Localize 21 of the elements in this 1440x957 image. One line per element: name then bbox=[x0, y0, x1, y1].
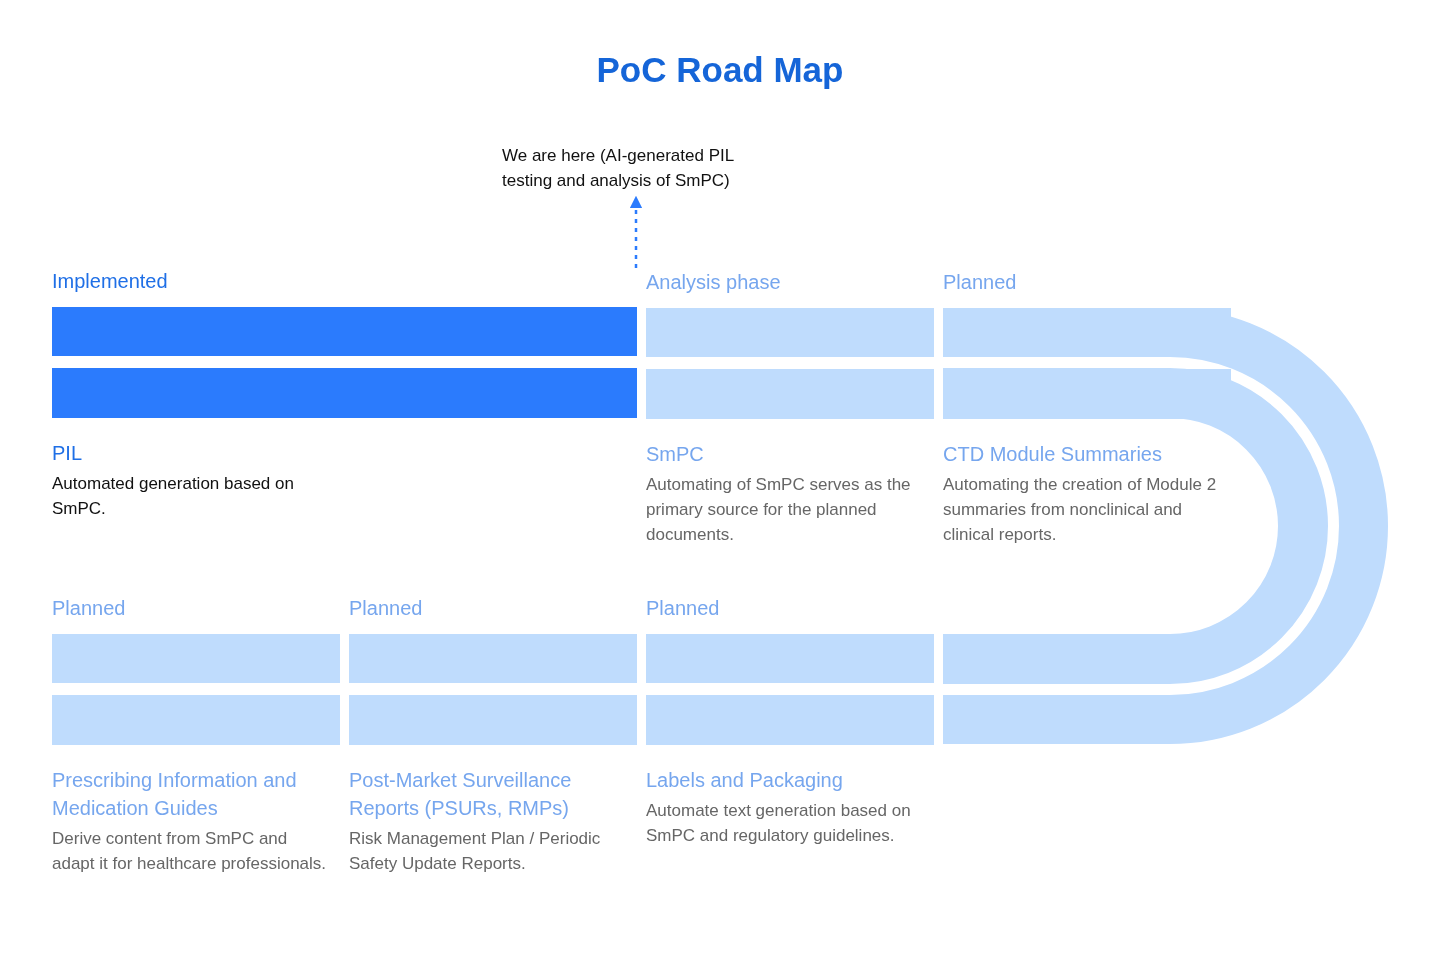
item-title: Labels and Packaging bbox=[646, 768, 844, 793]
item-description: Automating the creation of Module 2 summaries from nonclinical and clinical reports. bbox=[943, 474, 1218, 546]
item-description: Risk Management Plan / Periodic Safety Update Reports. bbox=[349, 828, 602, 875]
item-description: Automating of SmPC serves as the primary source for the planned documents. bbox=[646, 474, 912, 546]
item-description: Automate text generation based on SmPC and regulatory guidelines. bbox=[646, 800, 912, 847]
arrow bbox=[629, 195, 643, 268]
item-title: CTD Module Summaries bbox=[943, 442, 1163, 467]
page-title: PoC Road Map bbox=[595, 50, 845, 90]
note-text: We are here (AI-generated PIL testing and analysis of SmPC) bbox=[502, 145, 735, 192]
phase-label: Planned bbox=[943, 270, 1018, 295]
item-title: SmPC bbox=[646, 442, 705, 467]
phase-label: Planned bbox=[349, 596, 424, 621]
item-description: Automated generation based on SmPC. bbox=[52, 473, 295, 520]
phase-label: Planned bbox=[646, 596, 721, 621]
phase-label: Implemented bbox=[52, 269, 169, 294]
item-title: PIL bbox=[52, 441, 84, 466]
phase-label: Planned bbox=[52, 596, 127, 621]
item-title: Post-Market Surveillance Reports (PSURs, RMPs) bbox=[349, 768, 573, 821]
item-title: Prescribing Information and Medication Guides bbox=[52, 768, 298, 821]
item-description: Derive content from SmPC and adapt it for healthcare professionals. bbox=[52, 828, 328, 875]
phase-label: Analysis phase bbox=[646, 270, 782, 295]
